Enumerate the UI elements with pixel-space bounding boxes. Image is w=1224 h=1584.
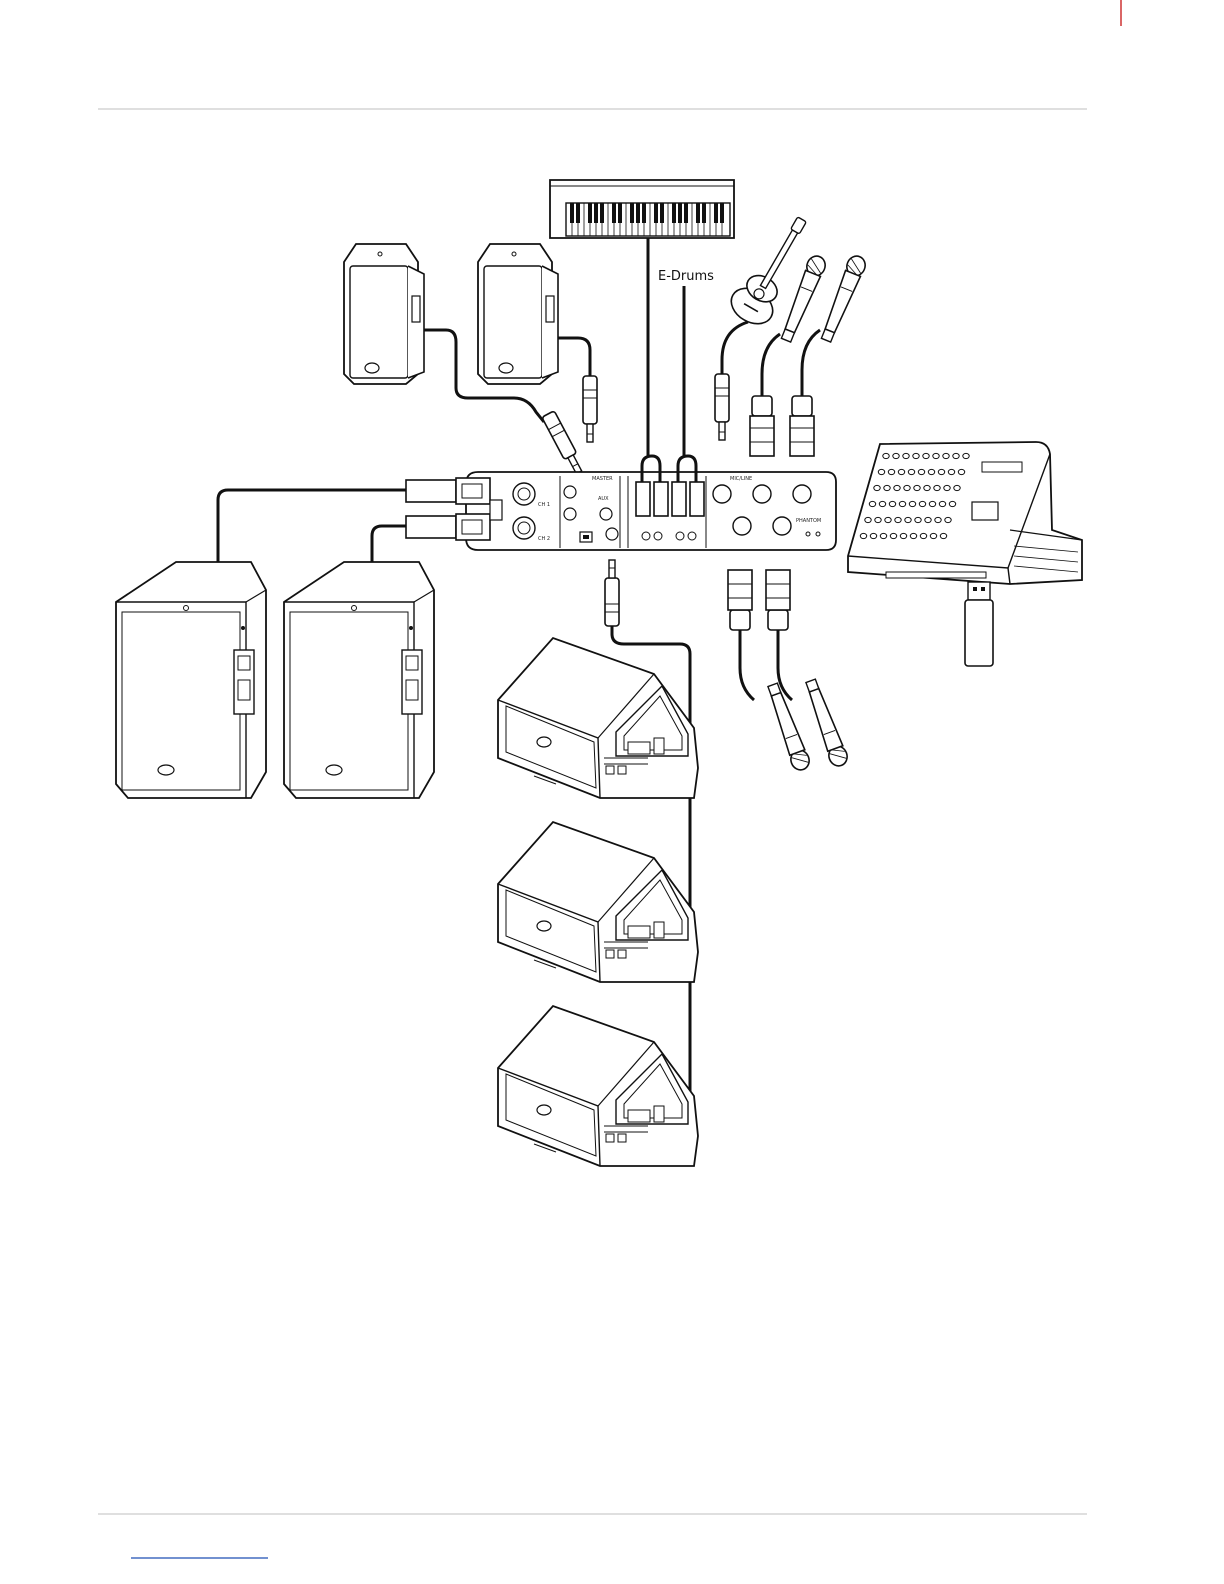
master-label: MASTER [592,476,613,482]
mixer-knob [938,469,944,474]
mixer-console-icon [848,442,1082,584]
mixer-knob [865,517,871,522]
keyboard-icon [550,180,734,238]
mixer-knob [878,469,884,474]
mixer-knob [943,453,949,458]
mixer-knob [918,469,924,474]
floor-monitor-icon [498,638,698,798]
mixer-knob [893,453,899,458]
loudspeaker-icon [116,562,266,798]
mixer-knob [898,469,904,474]
mixer-knob [933,453,939,458]
mixer-knob [944,485,950,490]
loudspeaker-icon [284,562,434,798]
mixer-knob [920,533,926,538]
mixer-knob [875,517,881,522]
aux-label: AUX [598,496,609,502]
mixer-knob [953,453,959,458]
mixer-knob [913,453,919,458]
ch1-label: CH 1 [538,502,550,508]
mixer-knob [924,485,930,490]
mixer-knob [939,501,945,506]
mixer-knob [869,501,875,506]
jack-plug-icon [715,374,729,440]
xlr-plug-icon [750,396,774,456]
jack-plug-icon [583,376,597,442]
mixer-knob [925,517,931,522]
mixer-knob [930,533,936,538]
handheld-microphone-icon [778,253,828,343]
xlr-plug-icon [790,396,814,456]
mic-line-label: MIC/LINE [730,476,752,482]
mixer-knob [935,517,941,522]
mixer-knob [934,485,940,490]
mixer-knob [860,533,866,538]
mixer-knob [900,533,906,538]
ch2-label: CH 2 [538,536,550,542]
edrums-label: E-Drums [658,269,714,284]
mixer-knob [910,533,916,538]
loudspeaker-icon [344,244,424,384]
mixer-knob [949,501,955,506]
mixer-knob [884,485,890,490]
mixer-knob [958,469,964,474]
mixer-knob [914,485,920,490]
floor-monitor-icon [498,822,698,982]
mixer-knob [948,469,954,474]
mixer-knob [929,501,935,506]
mixer-knob [909,501,915,506]
usb-stick-icon [965,582,993,666]
mixer-knob [903,453,909,458]
mixer-knob [915,517,921,522]
mixer-knob [883,453,889,458]
jack-plug-icon [605,560,619,626]
mixer-knob [954,485,960,490]
mixer-knob [879,501,885,506]
mixer-knob [874,485,880,490]
mixer-knob [928,469,934,474]
mixer-knob [919,501,925,506]
mixer-knob [905,517,911,522]
xlr-plug-icon [766,570,790,630]
mixer-knob [945,517,951,522]
mixer-knob [963,453,969,458]
mixer-knob [889,501,895,506]
mixer-knob [908,469,914,474]
handheld-microphone-icon [802,678,850,769]
rear-panel: CH 1 CH 2 MASTER AUX MIC/LINE PHANTOM [466,472,836,550]
xlr-plug-icon [728,570,752,630]
floor-monitor-icon [498,1006,698,1166]
mixer-knob [904,485,910,490]
loudspeaker-icon [478,244,558,384]
mixer-knob [885,517,891,522]
mixer-knob [880,533,886,538]
mixer-knob [888,469,894,474]
mixer-knob [940,533,946,538]
mixer-knob [890,533,896,538]
phantom-label: PHANTOM [796,518,821,524]
jack-plug-icon [542,411,585,476]
mixer-knob [899,501,905,506]
mixer-knob [895,517,901,522]
mixer-knob [870,533,876,538]
mixer-knob [923,453,929,458]
mixer-knob [894,485,900,490]
